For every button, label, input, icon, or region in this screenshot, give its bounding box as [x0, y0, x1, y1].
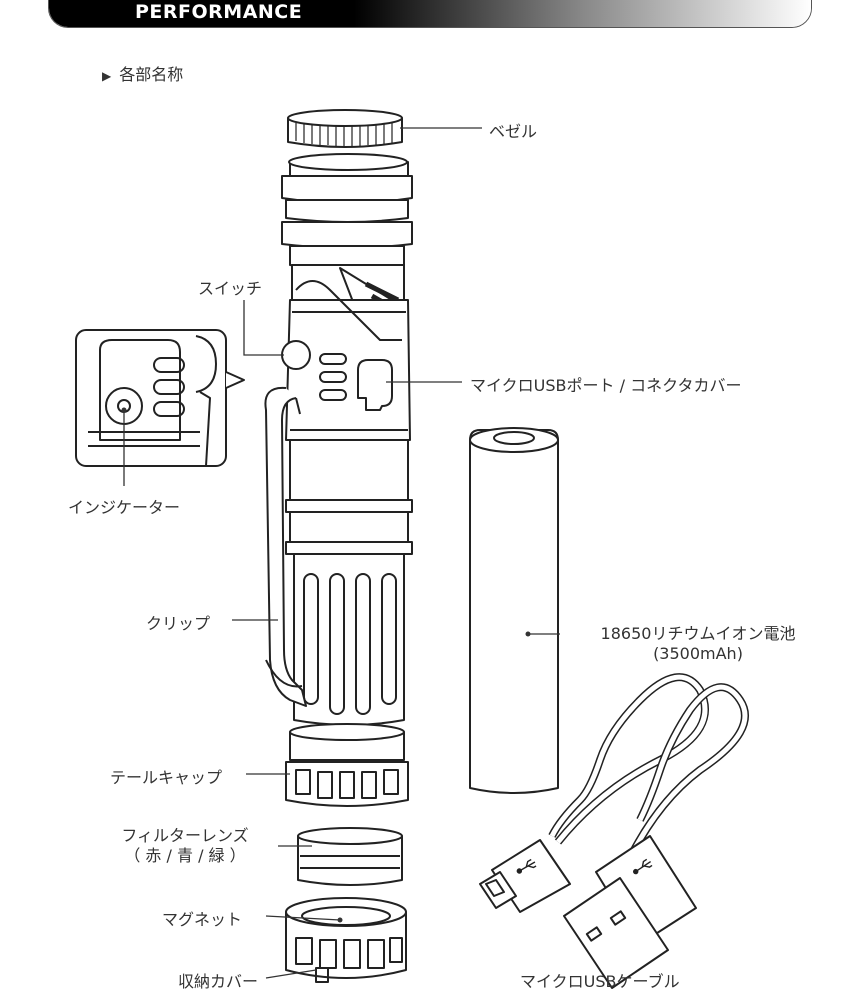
- label-usb-port: マイクロUSBポート / コネクタカバー: [470, 376, 742, 395]
- label-indicator: インジケーター: [68, 498, 181, 517]
- usb-symbol-icon: [633, 858, 653, 875]
- label-magnet: マグネット: [162, 910, 243, 929]
- label-filter-lens: フィルターレンズ （ 赤 / 青 / 緑 ）: [100, 826, 270, 866]
- label-battery: 18650リチウムイオン電池 (3500mAh): [568, 624, 828, 664]
- battery-part: [469, 427, 559, 794]
- label-tailcap: テールキャップ: [110, 768, 223, 787]
- label-clip: クリップ: [146, 614, 211, 633]
- filter-lens-part: [297, 827, 403, 886]
- label-filter-colors: （ 赤 / 青 / 緑 ）: [124, 846, 246, 865]
- leader-switch: [243, 300, 284, 356]
- head-section: [281, 153, 413, 341]
- section-heading: ▶ 各部名称: [102, 61, 183, 85]
- label-battery-capacity: (3500mAh): [653, 644, 743, 663]
- bezel-part: [287, 109, 403, 148]
- leader-storage: [265, 969, 317, 979]
- label-bezel: ベゼル: [489, 122, 538, 141]
- usb-symbol-icon: [516, 858, 537, 874]
- indicator-inset: [75, 329, 245, 467]
- tailcap-part: [285, 723, 409, 807]
- label-storage-cover: 収納カバー: [178, 972, 259, 991]
- clip-part: [264, 386, 307, 707]
- body-mid: [285, 439, 413, 726]
- body-upper: [281, 280, 411, 441]
- label-battery-name: 18650リチウムイオン電池: [600, 624, 796, 643]
- usb-cable-part: [479, 673, 749, 989]
- section-title: 各部名称: [119, 65, 184, 84]
- page-title: PERFORMANCE: [135, 1, 303, 23]
- label-filter-name: フィルターレンズ: [121, 826, 249, 845]
- leader-magnet: [265, 915, 341, 921]
- header-gradient: [49, 0, 811, 27]
- storage-cover-part: [285, 897, 407, 983]
- label-switch: スイッチ: [198, 279, 263, 298]
- triangle-marker-icon: ▶: [102, 69, 112, 83]
- header-bar: PERFORMANCE: [48, 0, 812, 28]
- label-usb-cable: マイクロUSBケーブル: [520, 972, 680, 991]
